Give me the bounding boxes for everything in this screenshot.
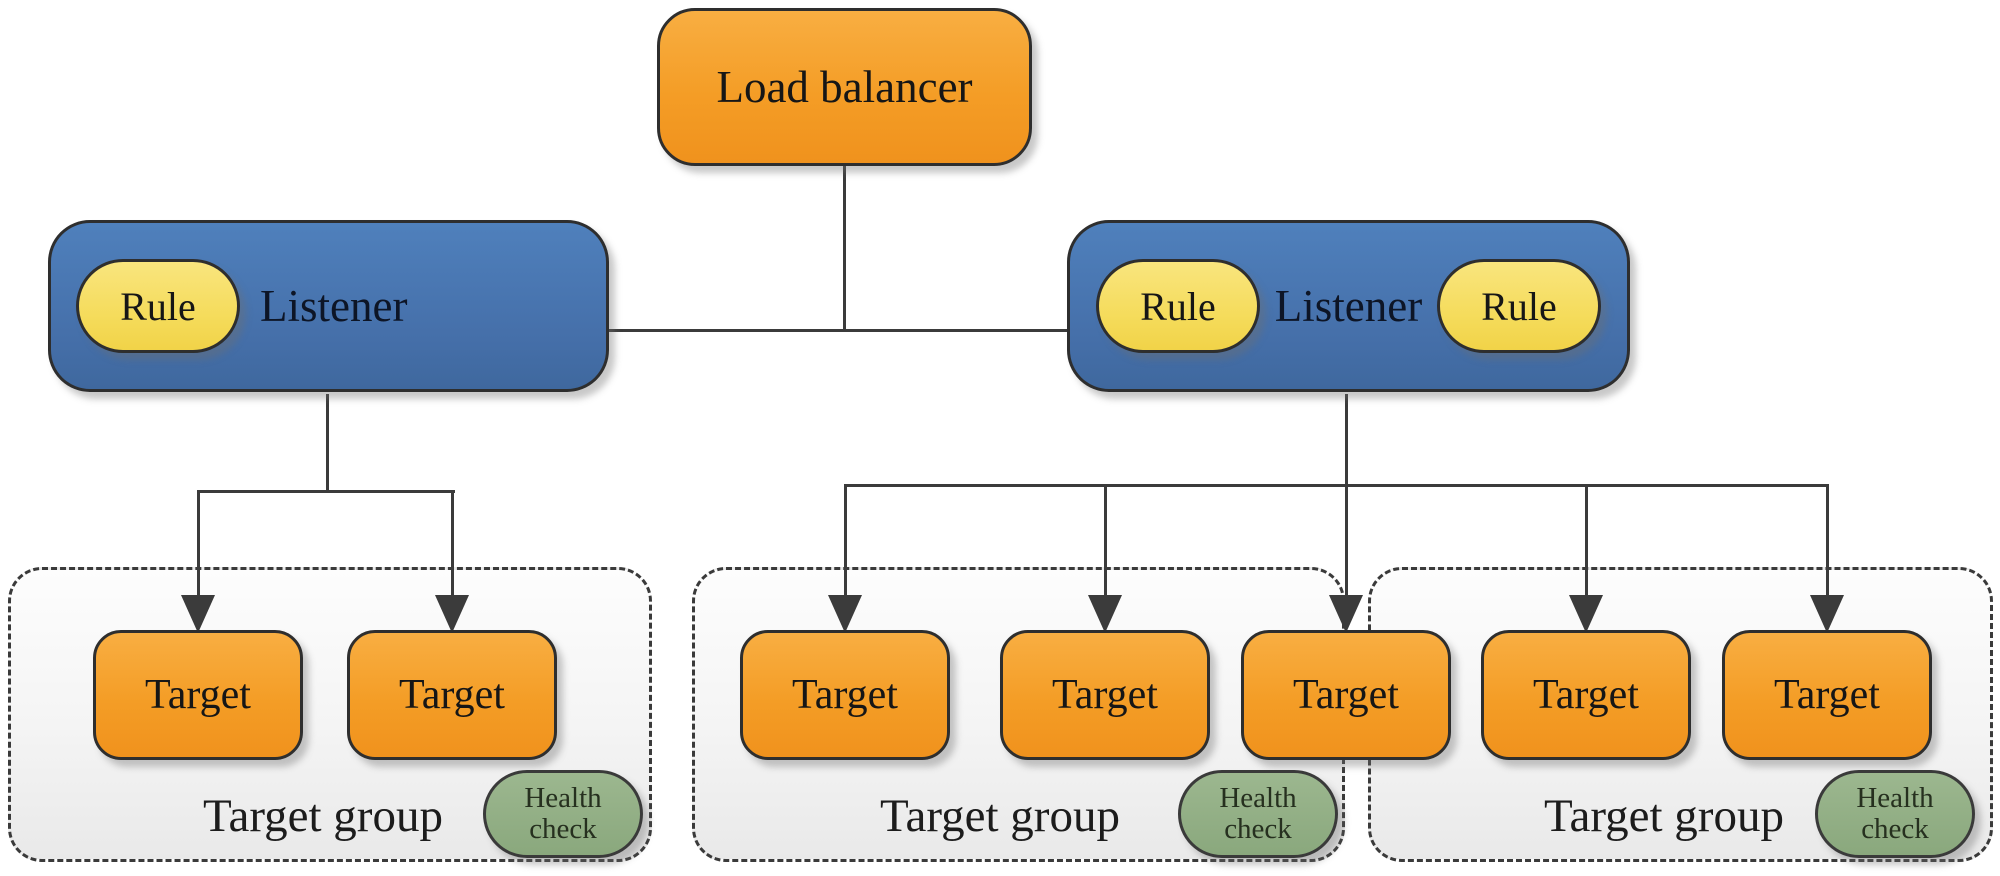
load-balancer-label: Load balancer <box>716 62 973 112</box>
arrowhead-target3 <box>828 595 862 633</box>
listener-2-rule-pill-right: Rule <box>1437 259 1601 353</box>
connector-listener2-branch <box>844 484 1829 487</box>
target-node: Target <box>1000 630 1210 760</box>
connector-drop-target2 <box>451 490 454 598</box>
health-check-label: Health check <box>1219 782 1297 845</box>
target-group-2-label: Target group <box>880 790 1120 842</box>
health-check-label: Health check <box>524 782 602 845</box>
connector-drop-target7 <box>1826 484 1829 598</box>
arrowhead-target4 <box>1088 595 1122 633</box>
target-node: Target <box>1722 630 1932 760</box>
connector-drop-target1 <box>197 490 200 598</box>
target-label: Target <box>399 672 505 718</box>
load-balancer-node: Load balancer <box>657 8 1032 166</box>
target-label: Target <box>145 672 251 718</box>
listener-2-label: Listener <box>1274 281 1423 331</box>
target-label: Target <box>1052 672 1158 718</box>
connector-drop-target6 <box>1585 484 1588 598</box>
connector-listener2-drop <box>1345 394 1348 487</box>
target-node: Target <box>1481 630 1691 760</box>
arrowhead-target6 <box>1569 595 1603 633</box>
connector-drop-target4 <box>1104 484 1107 598</box>
rule-label: Rule <box>1140 283 1216 329</box>
health-check-label: Health check <box>1856 782 1934 845</box>
arrowhead-target7 <box>1810 595 1844 633</box>
connector-lb-drop <box>843 164 846 332</box>
target-label: Target <box>1533 672 1639 718</box>
arrowhead-target1 <box>181 595 215 633</box>
health-check-pill-2: Health check <box>1178 770 1338 858</box>
connector-drop-target5 <box>1345 484 1348 598</box>
connector-drop-target3 <box>844 484 847 598</box>
target-label: Target <box>1293 672 1399 718</box>
target-group-3-label: Target group <box>1544 790 1784 842</box>
listener-1-label: Listener <box>260 281 408 331</box>
target-label: Target <box>1774 672 1880 718</box>
listener-1-node: Rule Listener <box>48 220 609 392</box>
rule-label: Rule <box>1481 283 1557 329</box>
arrowhead-target2 <box>435 595 469 633</box>
connector-listener1-branch <box>197 490 455 493</box>
listener-1-rule-pill: Rule <box>76 259 240 353</box>
target-label: Target <box>792 672 898 718</box>
target-node: Target <box>93 630 303 760</box>
target-node: Target <box>347 630 557 760</box>
connector-listeners-horizontal <box>609 329 1069 332</box>
listener-2-node: Rule Listener Rule <box>1067 220 1630 392</box>
target-node: Target <box>740 630 950 760</box>
arrowhead-target5 <box>1329 595 1363 633</box>
listener-2-rule-pill-left: Rule <box>1096 259 1260 353</box>
health-check-pill-3: Health check <box>1815 770 1975 858</box>
rule-label: Rule <box>120 283 196 329</box>
target-group-1-label: Target group <box>203 790 443 842</box>
connector-listener1-drop <box>326 394 329 493</box>
target-node-shared: Target <box>1241 630 1451 760</box>
health-check-pill-1: Health check <box>483 770 643 858</box>
